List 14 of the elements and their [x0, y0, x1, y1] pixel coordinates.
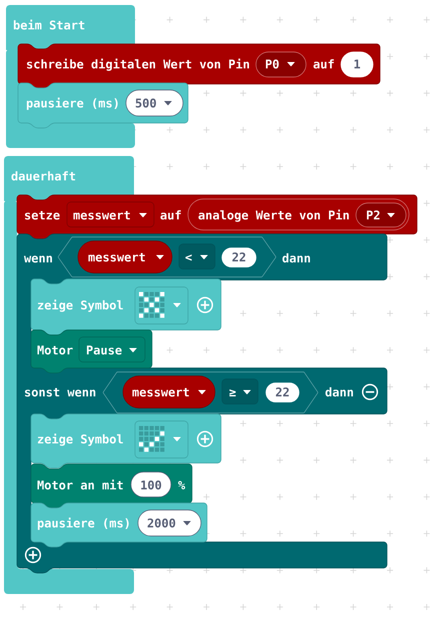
number-field: 100	[130, 472, 172, 498]
node-label: wenn	[24, 256, 52, 263]
node-label: dann	[282, 253, 310, 263]
number-dropdown: 500	[126, 90, 184, 116]
node-label: sonst wenn	[25, 388, 96, 397]
number-dropdown: 2000	[138, 510, 202, 536]
variable-block: messwert	[122, 376, 216, 408]
dropdown: Pause	[78, 336, 146, 362]
number-field: 1	[340, 52, 374, 78]
variable-block: messwert	[78, 240, 172, 274]
dropdown: <	[178, 244, 216, 270]
dropdown: messwert	[66, 202, 154, 228]
node-label: dann	[326, 387, 353, 397]
dropdown: ≥	[222, 378, 258, 404]
